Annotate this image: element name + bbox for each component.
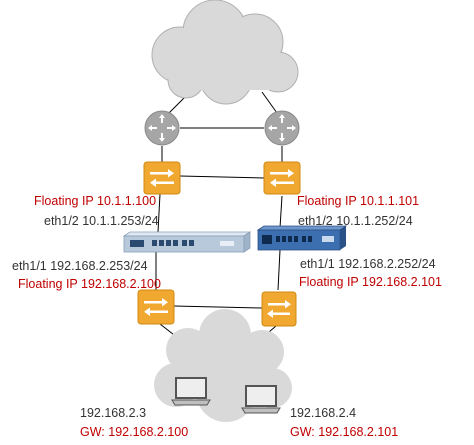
right-eth11-address: eth1/1 192.168.2.252/24 [300,257,436,271]
left-eth12-address: eth1/2 10.1.1.253/24 [44,214,159,228]
switch-icon [261,291,297,327]
firewall-appliance-icon [122,231,252,253]
switch-icon [137,289,175,325]
router-icon [264,110,300,146]
left-host-gateway: GW: 192.168.2.100 [80,425,189,439]
right-floating-ip-upper: Floating IP 10.1.1.101 [297,194,420,208]
switch-icon [263,161,301,195]
left-floating-ip-lower: Floating IP 192.168.2.100 [18,277,161,291]
left-floating-ip-upper: Floating IP 10.1.1.100 [34,194,157,208]
laptop-icon [241,385,281,414]
switch-icon [143,161,181,195]
link-switch-switch-upper [179,175,265,179]
right-eth12-address: eth1/2 10.1.1.252/24 [298,214,413,228]
right-floating-ip-lower: Floating IP 192.168.2.101 [299,275,442,289]
right-host-gateway: GW: 192.168.2.101 [290,425,399,439]
router-icon [144,110,180,146]
link-switch-fw-left [157,193,161,233]
link-fw-switch-right [277,249,281,291]
left-eth11-address: eth1/1 192.168.2.253/24 [12,259,148,273]
firewall-appliance-icon [256,225,348,251]
link-switch-fw-right [279,195,283,229]
laptop-icon [171,377,211,406]
left-host-ip: 192.168.2.3 [80,406,147,420]
link-switch-switch-lower [173,305,263,309]
right-host-ip: 192.168.2.4 [290,406,357,420]
